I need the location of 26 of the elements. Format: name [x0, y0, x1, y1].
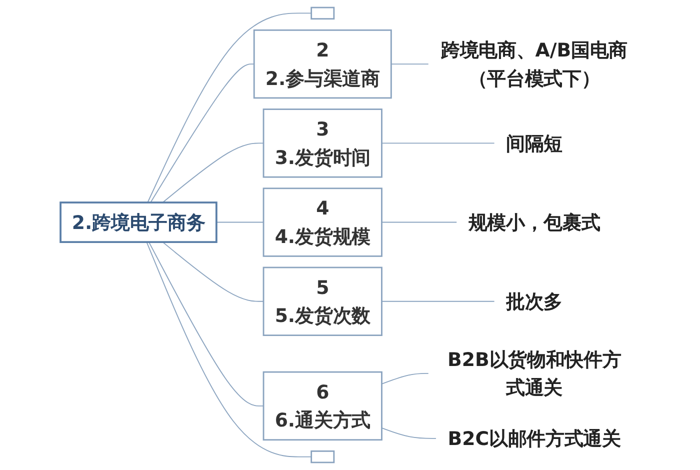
- connector: [147, 12, 312, 203]
- node-box: [310, 6, 334, 20]
- connector: [162, 142, 264, 203]
- connector: [216, 222, 264, 223]
- connector: [381, 427, 437, 439]
- connector: [148, 242, 264, 406]
- connector: [162, 242, 264, 302]
- node-text: 规模小，包裹式: [468, 210, 600, 234]
- node-text: 跨境电商、A/B国电商（平台模式下）: [440, 38, 628, 90]
- connector: [146, 242, 312, 458]
- node-box: 3 3.发货时间: [262, 108, 382, 178]
- connector: [381, 142, 496, 144]
- node-box: [310, 450, 334, 464]
- connector: [381, 222, 458, 223]
- node-box: 5 5.发货次数: [262, 266, 382, 336]
- node-box: 6 6.通关方式: [262, 371, 382, 441]
- node-box: 4 4.发货规模: [262, 188, 382, 257]
- connector: [390, 64, 430, 65]
- node-text: B2B以货物和快件方式通关: [447, 348, 621, 399]
- node-text: 间隔短: [506, 132, 562, 154]
- node-box: 2.跨境电子商务: [59, 202, 218, 243]
- connector: [150, 64, 254, 203]
- node-text: B2C以邮件方式通关: [448, 427, 621, 450]
- connector: [381, 300, 496, 302]
- connector: [381, 372, 430, 384]
- node-box: 2 2.参与渠道商: [253, 29, 392, 99]
